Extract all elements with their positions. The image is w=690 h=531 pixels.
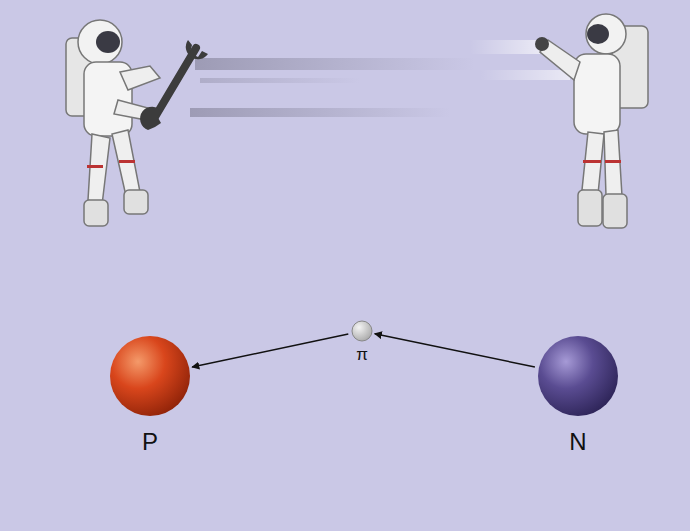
exchange-arrow — [192, 334, 348, 367]
particle-label: N — [569, 429, 586, 455]
pion-sphere: π — [351, 320, 373, 365]
sphere-shape — [351, 320, 373, 342]
exchange-arrow — [375, 334, 535, 367]
particle-label: π — [356, 346, 368, 365]
particle-label: P — [142, 429, 158, 455]
proton-sphere: P — [109, 335, 191, 455]
sphere-shape — [537, 335, 619, 417]
neutron-sphere: N — [537, 335, 619, 455]
sphere-shape — [109, 335, 191, 417]
